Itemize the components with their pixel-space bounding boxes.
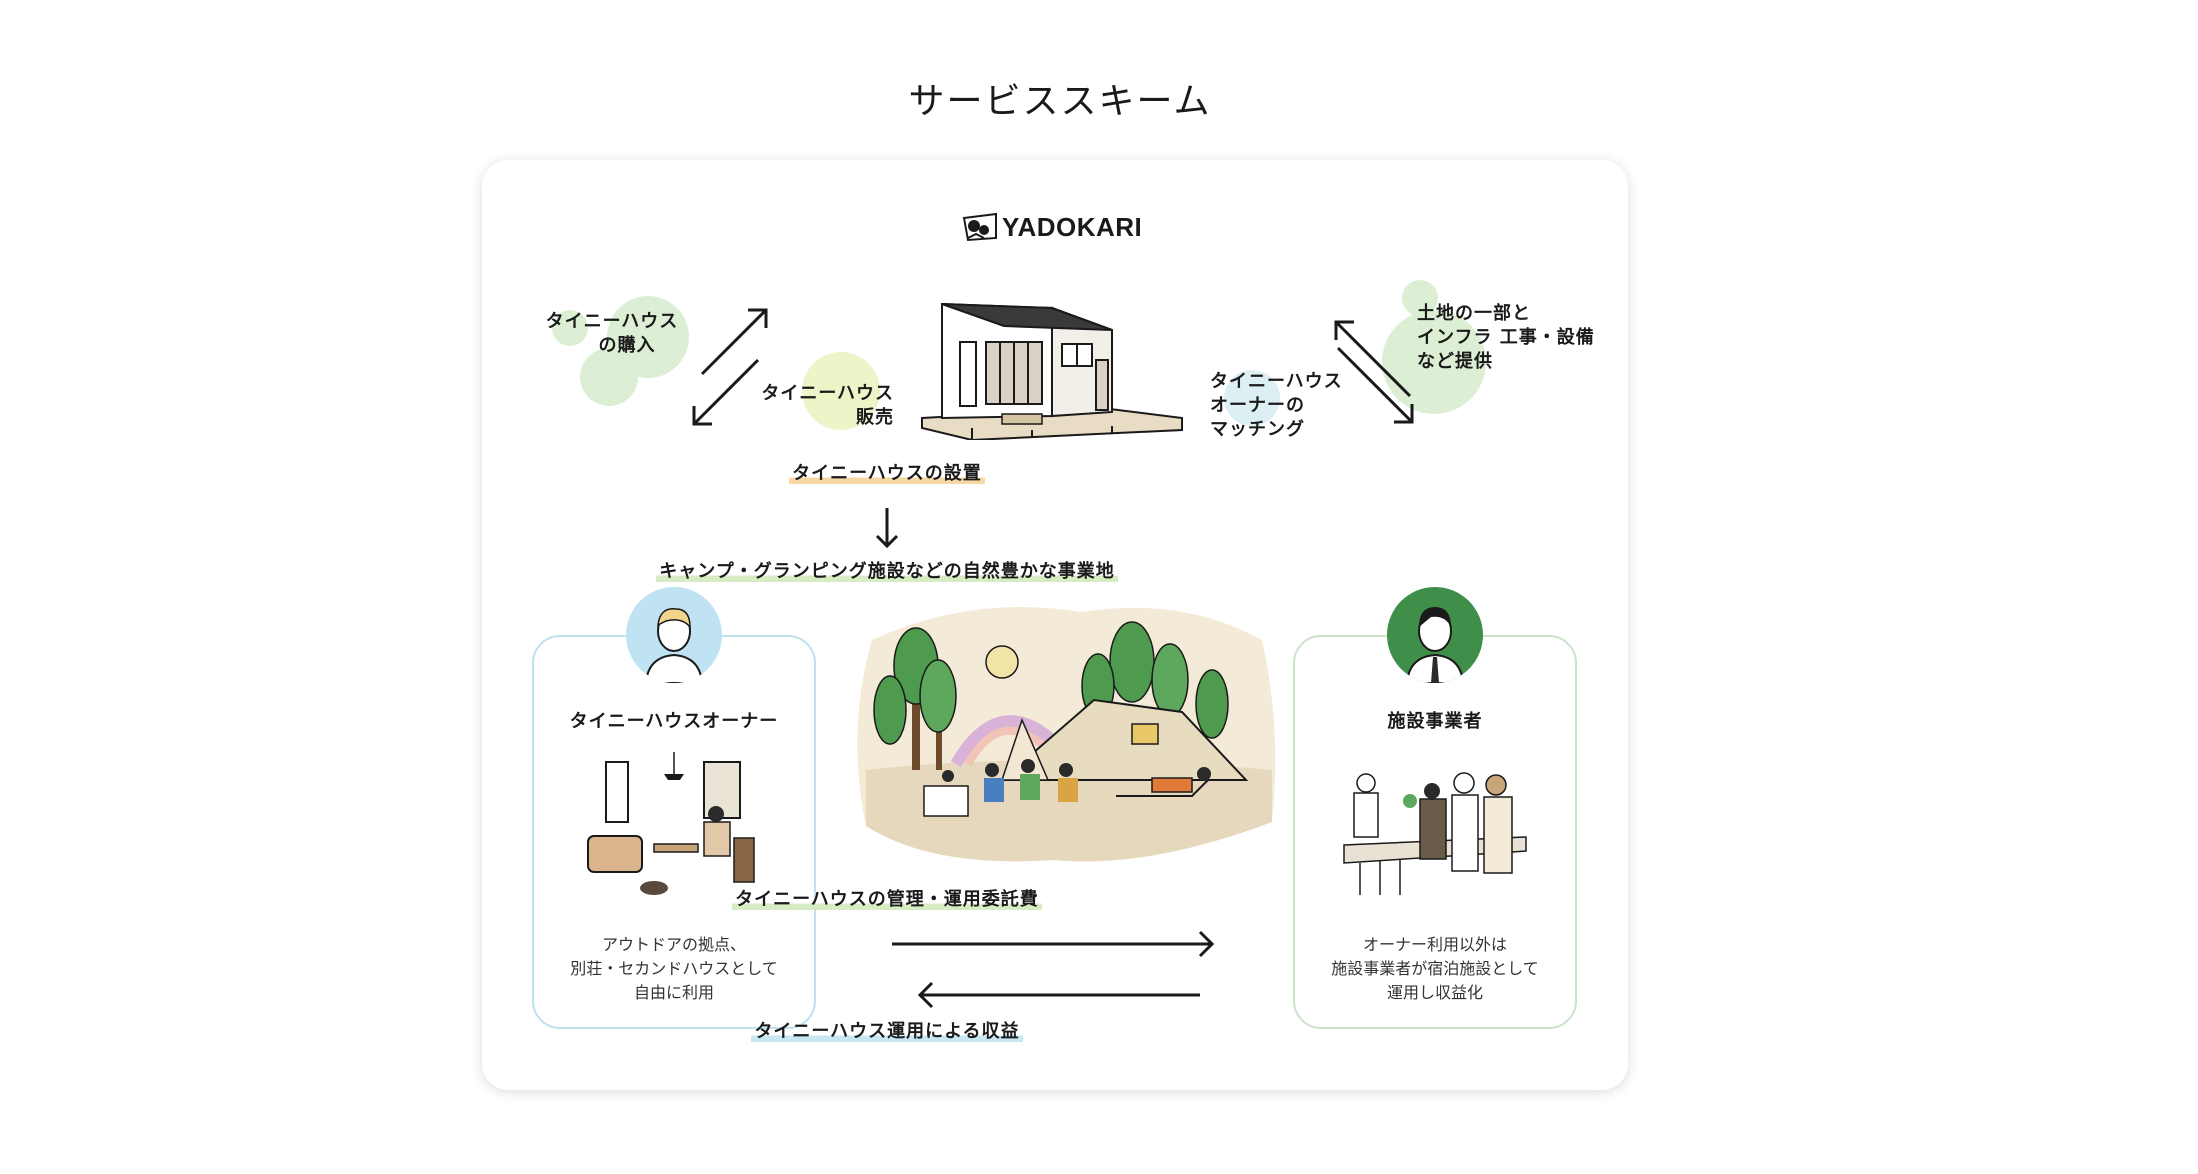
owner-title: タイニーハウスオーナー <box>569 711 779 732</box>
blob-decoration <box>552 310 588 346</box>
blob-decoration <box>802 352 880 430</box>
land-provision-label: 土地の一部と インフラ 工事・設備 など提供 <box>1417 303 1595 372</box>
owner-description: アウトドアの拠点、 別荘・セカンドハウスとして 自由に利用 <box>570 935 778 1002</box>
management-fee-label: タイニーハウスの管理・運用委託費 <box>482 888 1292 912</box>
operator-panel: 施設事業者 オーナー利用以外は 施設事業者が宿泊施設として 運用し収益化 <box>1293 587 1577 1029</box>
left-arrow-icon <box>917 981 1200 1009</box>
matching-label: タイニーハウス オーナーの マッチング <box>1210 371 1343 440</box>
purchase-label: タイニーハウス の購入 <box>545 311 679 356</box>
blob-decoration <box>1382 310 1486 414</box>
right-double-arrow-icon <box>1334 320 1414 424</box>
owner-avatar <box>626 587 722 683</box>
sale-label: タイニーハウス 販売 <box>761 383 894 428</box>
yadokari-logo: YADOKARI <box>960 210 1150 244</box>
blob-decoration <box>580 348 638 406</box>
living-room-illustration <box>587 752 755 895</box>
operator-description: オーナー利用以外は 施設事業者が宿泊施設として 運用し収益化 <box>1331 935 1539 1002</box>
owner-panel: タイニーハウスオーナー アウトドアの拠点、 別荘・セカンドハウスとして 自由に利… <box>532 587 816 1029</box>
site-label: キャンプ・グランピング施設などの自然豊かな事業地 <box>482 560 1292 584</box>
operator-staff-illustration <box>1343 772 1527 895</box>
operator-title: 施設事業者 <box>1387 711 1483 732</box>
revenue-label: タイニーハウス運用による収益 <box>482 1020 1292 1044</box>
left-double-arrow-icon <box>692 308 768 426</box>
down-arrow-icon <box>875 508 899 549</box>
scheme-card: YADOKARI タイニーハウス の購入 タイニーハウス 販売 タイニーハウス … <box>482 160 1628 1090</box>
installation-label: タイニーハウスの設置 <box>482 462 1292 486</box>
operator-avatar <box>1387 587 1483 683</box>
camp-site-illustration <box>857 606 1276 862</box>
right-arrow-icon <box>892 930 1215 958</box>
page-title: サービススキーム <box>908 81 1212 122</box>
logo-text: YADOKARI <box>1002 212 1143 242</box>
tiny-house-illustration <box>921 302 1183 440</box>
blob-decoration <box>1224 370 1280 426</box>
logo-mark-icon <box>962 212 997 242</box>
